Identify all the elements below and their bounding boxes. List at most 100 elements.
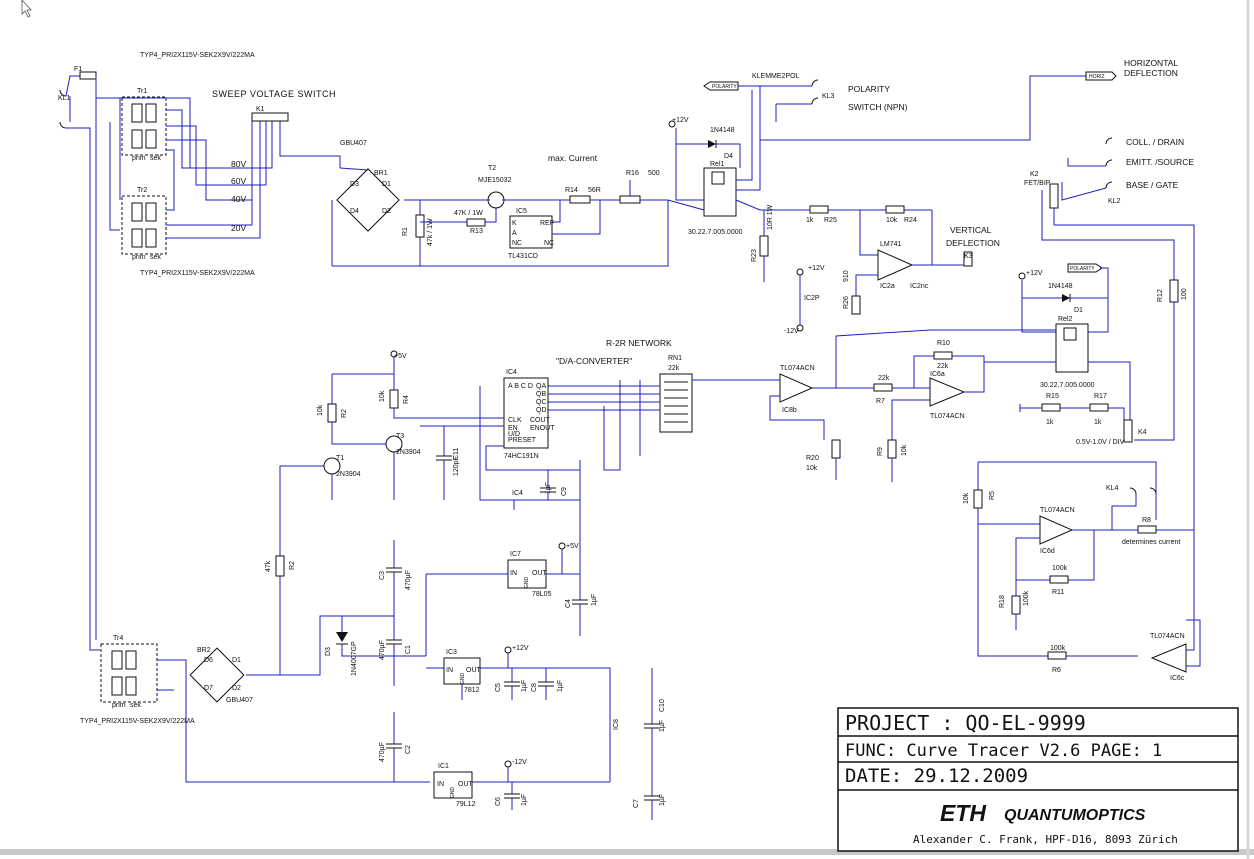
svg-text:TL074ACN: TL074ACN [780, 365, 815, 372]
svg-text:22k: 22k [668, 365, 680, 372]
svg-text:22k: 22k [937, 363, 949, 370]
svg-text:U/D: U/D [508, 431, 520, 438]
svg-text:1N4148: 1N4148 [710, 127, 735, 134]
svg-text:prim: prim [112, 702, 126, 709]
svg-text:A B C D: A B C D [508, 383, 533, 390]
svg-text:C11: C11 [453, 448, 460, 460]
svg-text:10k: 10k [886, 217, 898, 224]
svg-text:910: 910 [843, 270, 850, 282]
svg-text:470µF: 470µF [379, 742, 386, 762]
svg-text:IC3: IC3 [446, 649, 457, 656]
svg-text:NC: NC [512, 240, 522, 247]
svg-text:R15: R15 [1046, 393, 1059, 400]
svg-text:7812: 7812 [464, 687, 480, 694]
svg-text:OUT: OUT [532, 570, 548, 577]
ic6a-amp: 22k R7 R10 22k IC6a TL074ACN R9 10k [836, 340, 985, 482]
svg-text:sek: sek [150, 155, 161, 162]
svg-text:C5: C5 [495, 683, 502, 692]
svg-text:120pF: 120pF [453, 456, 460, 476]
svg-text:R13: R13 [470, 228, 483, 235]
svg-text:78L05: 78L05 [532, 591, 552, 598]
svg-text:determines current: determines current [1122, 539, 1180, 546]
svg-text:POLARITY: POLARITY [1070, 266, 1095, 272]
svg-text:EMITT. /SOURCE: EMITT. /SOURCE [1126, 157, 1194, 167]
svg-text:BR2: BR2 [197, 647, 211, 654]
svg-text:10k: 10k [379, 390, 386, 402]
svg-text:56R: 56R [588, 187, 601, 194]
svg-text:R1: R1 [402, 227, 409, 236]
svg-text:IC4: IC4 [512, 490, 523, 497]
switch-60v: 60V [231, 176, 246, 186]
svg-text:TYP4_PRI2X115V-SEK2X9V/222MA: TYP4_PRI2X115V-SEK2X9V/222MA [80, 718, 195, 725]
project-field: PROJECT : QO-EL-9999 [845, 711, 1086, 735]
svg-text:R25: R25 [824, 217, 837, 224]
svg-text:POLARITY: POLARITY [848, 84, 890, 94]
r2r-ladder [664, 381, 688, 423]
svg-text:R11: R11 [1052, 589, 1064, 596]
svg-text:Tr2: Tr2 [137, 187, 147, 194]
org-name: QUANTUMOPTICS [1004, 807, 1146, 824]
scale-switch-k4[interactable]: R15 1k R17 1k K4 0.5V-1.0V / DIV [1019, 393, 1147, 446]
svg-text:500: 500 [648, 170, 660, 177]
svg-text:R5: R5 [989, 491, 996, 500]
svg-text:ENOUT: ENOUT [530, 425, 555, 432]
svg-text:1µF: 1µF [521, 794, 528, 806]
svg-text:CLK: CLK [508, 417, 522, 424]
svg-text:POLARITY: POLARITY [712, 84, 737, 90]
date-field: DATE: 29.12.2009 [845, 765, 1028, 787]
svg-text:TL074ACN: TL074ACN [1040, 507, 1075, 514]
relay-rel2: +12V POLARITY 1N4148 D1 Rel2 30.22.7.005… [984, 263, 1131, 420]
svg-text:K3: K3 [964, 253, 973, 260]
svg-text:KL3: KL3 [822, 93, 835, 100]
svg-text:FET/BIP: FET/BIP [1024, 180, 1051, 187]
svg-text:C10: C10 [659, 699, 666, 712]
svg-text:30.22.7.005.0000: 30.22.7.005.0000 [1040, 382, 1095, 389]
sweep-voltage-switch-k1[interactable]: SWEEP VOLTAGE SWITCH K1 80V 60V 40V 20V [212, 89, 336, 233]
svg-text:D4: D4 [350, 208, 359, 215]
relay-rel1: Rel1 30.22.7.005.0000 1N4148 D4 +12V [667, 75, 1086, 236]
svg-text:1µF: 1µF [521, 680, 528, 692]
transformer-wiring [95, 97, 341, 640]
svg-text:R2: R2 [341, 409, 348, 418]
svg-text:10k: 10k [317, 404, 324, 416]
polarity-switch-kl3[interactable]: KLEMME2POL POLARITY KL3 POLARITY SWITCH … [703, 73, 908, 122]
svg-text:IC1: IC1 [438, 763, 449, 770]
svg-text:10k: 10k [806, 465, 818, 472]
svg-text:22k: 22k [878, 375, 890, 382]
svg-text:prim: prim [132, 155, 146, 162]
svg-text:D1: D1 [382, 181, 391, 188]
svg-text:R16: R16 [626, 170, 639, 177]
svg-text:sek: sek [150, 254, 161, 261]
svg-text:IC6a: IC6a [930, 371, 945, 378]
title-block: PROJECT : QO-EL-9999 FUNC: Curve Tracer … [837, 707, 1239, 852]
svg-text:C4: C4 [565, 599, 572, 608]
svg-text:K2: K2 [1030, 171, 1039, 178]
svg-text:79L12: 79L12 [456, 801, 476, 808]
svg-text:D1: D1 [232, 657, 241, 664]
svg-text:30.22.7.005.0000: 30.22.7.005.0000 [688, 229, 743, 236]
svg-text:sek: sek [130, 702, 141, 709]
svg-text:D2: D2 [382, 208, 391, 215]
svg-text:47K / 1W: 47K / 1W [454, 210, 483, 217]
dut-connectors[interactable]: HORIZ HORIZONTAL DEFLECTION COLL. / DRAI… [1024, 58, 1195, 530]
svg-text:+12V: +12V [1026, 270, 1043, 277]
svg-text:IN: IN [446, 667, 453, 674]
svg-text:R10: R10 [937, 340, 950, 347]
svg-text:K4: K4 [1138, 429, 1147, 436]
svg-text:NC: NC [544, 240, 554, 247]
svg-text:1N4148: 1N4148 [1048, 283, 1073, 290]
transformer-tr4: Tr4 prim sek TYP4_PRI2X115V-SEK2X9V/222M… [80, 635, 195, 725]
svg-text:10R 1W: 10R 1W [767, 204, 774, 230]
svg-text:GND: GND [524, 577, 530, 589]
svg-text:QB: QB [536, 391, 546, 398]
switch-40v: 40V [231, 194, 246, 204]
svg-text:D7: D7 [204, 685, 213, 692]
svg-text:IC5: IC5 [516, 208, 527, 215]
switch-20v: 20V [231, 223, 246, 233]
current-amp-section: 10k R5 TL074ACN IC6d KL4 R8 determines c… [963, 461, 1201, 682]
svg-text:QD: QD [536, 407, 547, 414]
power-supply: BR2 D6 D1 D7 D2 GBU407 47k R2 D3 1N4007G… [157, 470, 666, 820]
svg-text:1µF: 1µF [591, 594, 598, 606]
svg-text:R7: R7 [876, 398, 885, 405]
